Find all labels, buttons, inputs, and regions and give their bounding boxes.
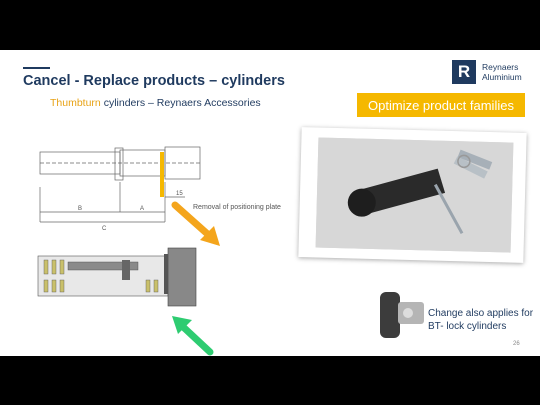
cylinder-body-icon <box>357 168 446 215</box>
section-cam <box>122 260 130 280</box>
section-shaft <box>67 261 139 271</box>
note-line-2: BT- lock cylinders <box>428 321 507 332</box>
logo-line-1: Reynaers <box>482 62 519 72</box>
thumbturn-knob-outline <box>164 146 201 180</box>
thumbturn-knob-icon <box>347 188 376 217</box>
cam-outline <box>114 147 124 181</box>
dim-label-a: A <box>140 206 144 212</box>
bt-lock-cylinder-icon <box>380 292 424 338</box>
thumbturn-cylinder-photo <box>315 137 514 253</box>
logo-wordmark: Reynaers Aluminium <box>482 62 522 82</box>
removal-caption: Removal of positioning plate <box>193 204 281 211</box>
dim-label-b: B <box>78 206 82 212</box>
slide-title: Cancel - Replace products – cylinders <box>23 73 285 89</box>
dim-label-15: 15 <box>176 191 183 197</box>
title-accent-line <box>23 67 50 69</box>
key-icon <box>457 149 493 170</box>
slide-subtitle: Thumbturn cylinders – Reynaers Accessori… <box>50 97 261 109</box>
orange-arrow <box>171 201 220 246</box>
pin-stack-group <box>43 259 159 293</box>
dim-label-c: C <box>102 226 107 232</box>
logo-mark: R <box>452 60 476 84</box>
key-ring-icon <box>457 154 471 169</box>
page-number: 26 <box>513 341 520 347</box>
green-arrow <box>172 316 214 356</box>
subtitle-rest: cylinders – Reynaers Accessories <box>100 97 261 109</box>
slide: Cancel - Replace products – cylinders Th… <box>0 50 540 356</box>
product-photo <box>315 137 514 253</box>
product-photo-frame <box>298 127 527 263</box>
positioning-plate-highlight <box>160 152 164 197</box>
logo-line-2: Aluminium <box>482 72 522 82</box>
note-line-1: Change also applies for <box>428 308 534 319</box>
cylinder-section-drawing <box>37 247 197 307</box>
brand-logo: R Reynaers Aluminium <box>452 60 522 84</box>
optimize-banner: Optimize product families <box>357 93 525 117</box>
section-thumbturn-knob <box>167 247 197 307</box>
section-positioning-plate <box>164 254 168 294</box>
subtitle-highlight: Thumbturn <box>50 97 101 109</box>
key-shaft-icon <box>433 183 464 235</box>
bt-lock-note: Change also applies for BT- lock cylinde… <box>428 307 533 333</box>
key-icon-2 <box>453 156 488 179</box>
cylinder-outline-drawing: 15 B A C <box>39 146 201 232</box>
